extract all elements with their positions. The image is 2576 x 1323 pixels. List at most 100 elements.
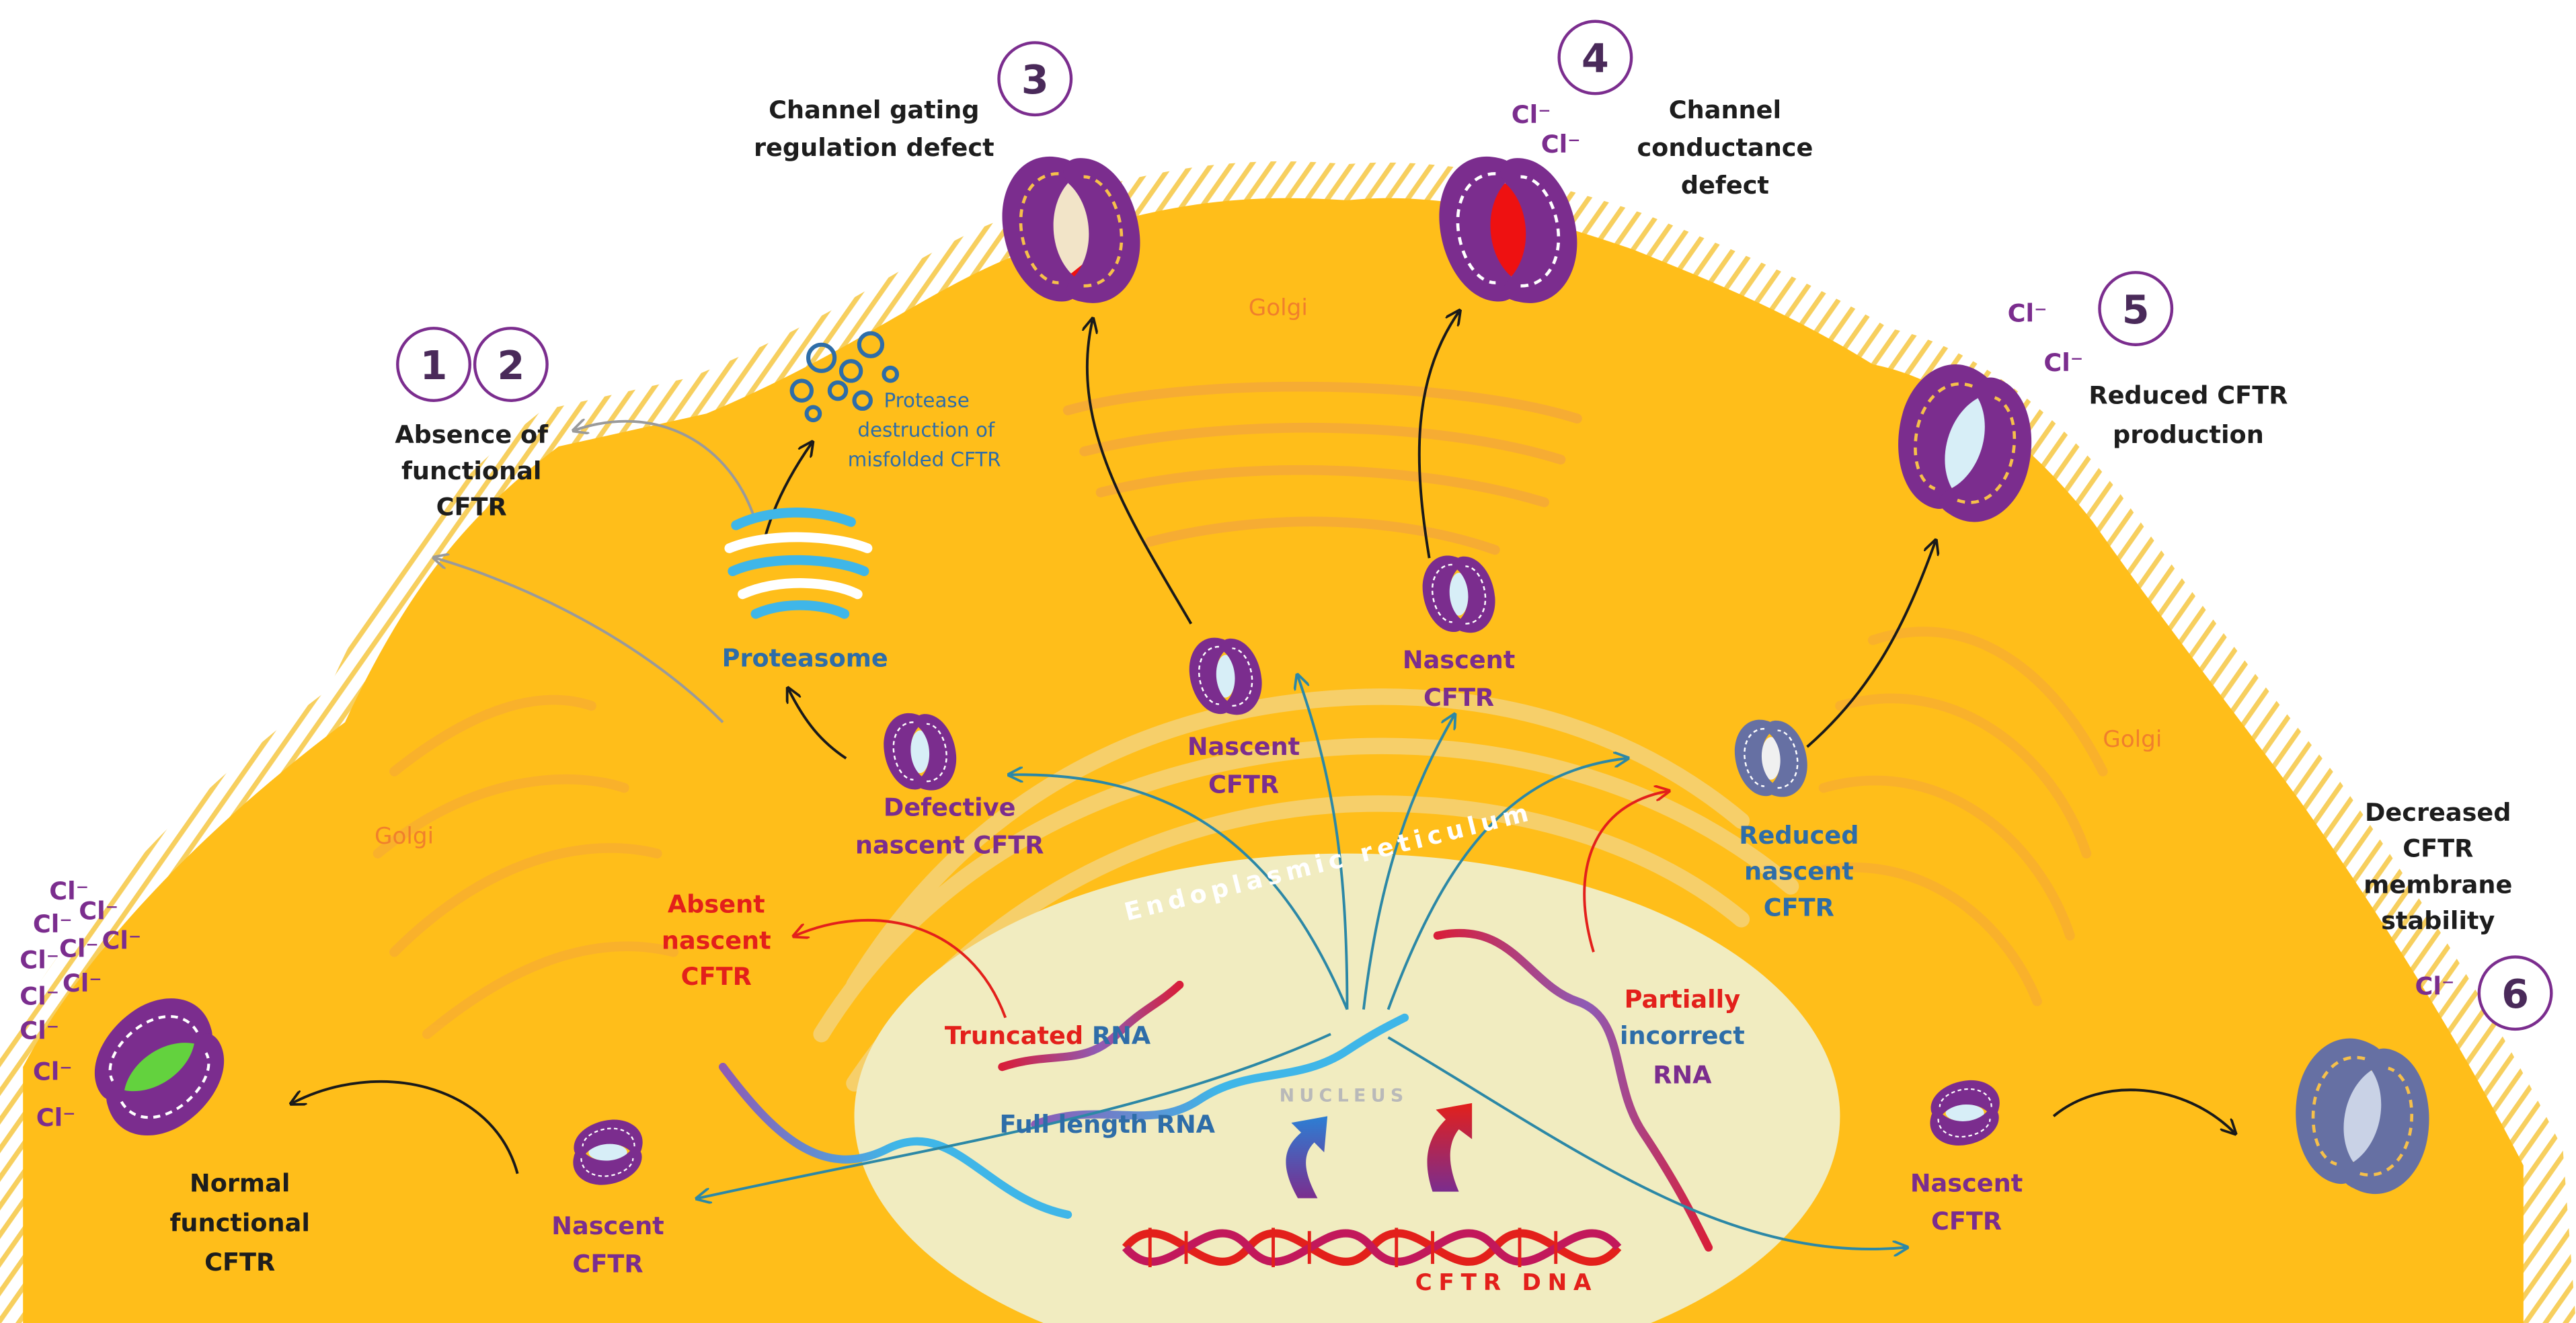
nascent-center-right-label-line2: CFTR [1423, 683, 1494, 712]
protease-label-line3: misfolded CFTR [848, 448, 1001, 471]
golgi-center [1062, 381, 1582, 555]
defective-nascent-label-line2: nascent CFTR [855, 831, 1044, 860]
proteasome [724, 508, 873, 619]
nascent-center-left-label-line2: CFTR [1208, 770, 1279, 799]
cftr-dna-helix [1122, 1228, 1622, 1267]
partially-incorrect-rna [1433, 928, 1713, 1252]
defective-nascent-label-line1: Defective [884, 793, 1016, 822]
conductance-defect-cftr-protein [1439, 156, 1577, 303]
step-6-circle [2477, 955, 2553, 1031]
partially-incorrect-label-line3: RNA [1653, 1061, 1712, 1090]
golgi-left [373, 694, 679, 1039]
transcription-arrow-blue [1286, 1116, 1328, 1199]
gating-label-line2: regulation defect [754, 133, 994, 162]
step-4-number: 4 [1582, 36, 1609, 81]
cftr-dna-label: CFTR DNA [1415, 1269, 1598, 1296]
nascent-left-label-line2: CFTR [572, 1249, 643, 1278]
absence-label-line2: functional [401, 456, 541, 485]
full-length-rna [1031, 1013, 1409, 1129]
normal-label-line1: Normal [190, 1169, 290, 1198]
nascent-cftr-protein-center-left [1189, 637, 1262, 715]
reduced-nascent-label-line3: CFTR [1764, 893, 1834, 922]
reduced-nascent-label-line1: Reduced [1739, 821, 1859, 850]
nascent-center-left-label-line1: Nascent [1187, 732, 1300, 761]
truncated-rna [998, 980, 1184, 1072]
nascent-left-label-line1: Nascent [551, 1211, 664, 1240]
reduced-nascent-cftr-protein [1734, 719, 1807, 797]
proteasome-label: Proteasome [722, 643, 888, 672]
absent-nascent-label-line1: Absent [668, 890, 765, 919]
absent-nascent-label-line3: CFTR [681, 962, 752, 991]
chloride-ion: Cl⁻ [2415, 972, 2455, 1001]
step-3-number: 3 [1021, 57, 1049, 103]
transcription-arrow-red [1427, 1102, 1473, 1192]
nascent-cftr-protein-left [573, 1119, 643, 1185]
absence-label-line3: CFTR [436, 493, 507, 522]
step-3-circle [997, 41, 1073, 117]
chloride-ion: Cl⁻ [19, 1016, 59, 1045]
decreased-stability-cftr-protein [2277, 1027, 2448, 1205]
normal-cftr-protein [71, 980, 247, 1154]
nascent-right-label-line2: CFTR [1931, 1207, 2002, 1236]
normal-label-line2: functional [170, 1208, 310, 1237]
step-2-number: 2 [497, 343, 524, 389]
chloride-ion: Cl⁻ [19, 946, 59, 975]
chloride-ion: Cl⁻ [1541, 130, 1581, 159]
chloride-ion: Cl⁻ [102, 926, 141, 955]
full-length-rna-left [718, 1062, 1072, 1219]
gating-label-line1: Channel gating [769, 95, 979, 124]
reduced-production-label-line2: production [2113, 420, 2264, 449]
partially-incorrect-label-line1: Partially [1625, 985, 1741, 1014]
step-2-circle [473, 327, 549, 402]
chloride-ion: Cl⁻ [1512, 100, 1551, 129]
chloride-ion: Cl⁻ [63, 969, 102, 998]
pathway-arrows [292, 312, 2234, 1249]
nucleus-label: NUCLEUS [1280, 1085, 1409, 1106]
conductance-label-line2: conductance [1637, 133, 1813, 162]
truncated-rna-label: Truncated RNA [945, 1021, 1151, 1050]
absent-nascent-label-line2: nascent [662, 926, 771, 955]
step-5-number: 5 [2122, 287, 2150, 333]
step-markers [396, 19, 2553, 1031]
decreased-stability-label-line2: CFTR [2403, 834, 2473, 863]
full-length-rna-label: Full length RNA [1000, 1110, 1216, 1139]
conductance-label-line1: Channel [1669, 95, 1781, 124]
nascent-center-right-label-line1: Nascent [1403, 645, 1515, 674]
chloride-ion: Cl⁻ [36, 1103, 76, 1132]
step-6-number: 6 [2501, 971, 2529, 1017]
chloride-ion: Cl⁻ [33, 1057, 73, 1086]
nascent-right-label-line1: Nascent [1910, 1169, 2023, 1198]
nascent-cftr-protein-center-right [1422, 555, 1495, 633]
golgi-label-center: Golgi [1249, 294, 1308, 321]
normal-label-line3: CFTR [204, 1248, 275, 1277]
decreased-stability-label-line1: Decreased [2365, 798, 2511, 827]
reduced-production-cftr-protein [1875, 350, 2055, 536]
decreased-stability-label-line4: stability [2381, 906, 2495, 935]
chloride-ion: Cl⁻ [59, 934, 99, 963]
conductance-label-line3: defect [1681, 171, 1769, 200]
reduced-production-label-line1: Reduced CFTR [2089, 381, 2288, 410]
step-4-circle [1557, 19, 1633, 95]
reduced-nascent-label-line2: nascent [1744, 857, 1854, 886]
golgi-right [1818, 627, 2108, 1006]
chloride-ion: Cl⁻ [19, 981, 59, 1010]
decreased-stability-label-line3: membrane [2364, 870, 2512, 899]
chloride-ion: Cl⁻ [79, 896, 118, 925]
partially-incorrect-label-line2: incorrect [1620, 1021, 1745, 1050]
step-1-circle [396, 327, 471, 402]
defective-nascent-cftr-protein [884, 713, 957, 791]
step-1-number: 1 [420, 343, 448, 389]
chloride-ion: Cl⁻ [2008, 299, 2047, 328]
rna-strands [718, 928, 1713, 1252]
gating-defect-cftr-protein [1002, 156, 1140, 303]
step-5-circle [2098, 271, 2174, 346]
chloride-ion: Cl⁻ [2043, 348, 2083, 377]
protease-bubbles [789, 331, 900, 423]
golgi-label-right: Golgi [2103, 726, 2162, 753]
nascent-cftr-protein-right [1930, 1080, 2000, 1146]
golgi-label-left: Golgi [375, 823, 434, 850]
protease-label-line2: destruction of [857, 418, 995, 441]
nucleus [854, 853, 1840, 1323]
chloride-ion: Cl⁻ [33, 910, 73, 938]
